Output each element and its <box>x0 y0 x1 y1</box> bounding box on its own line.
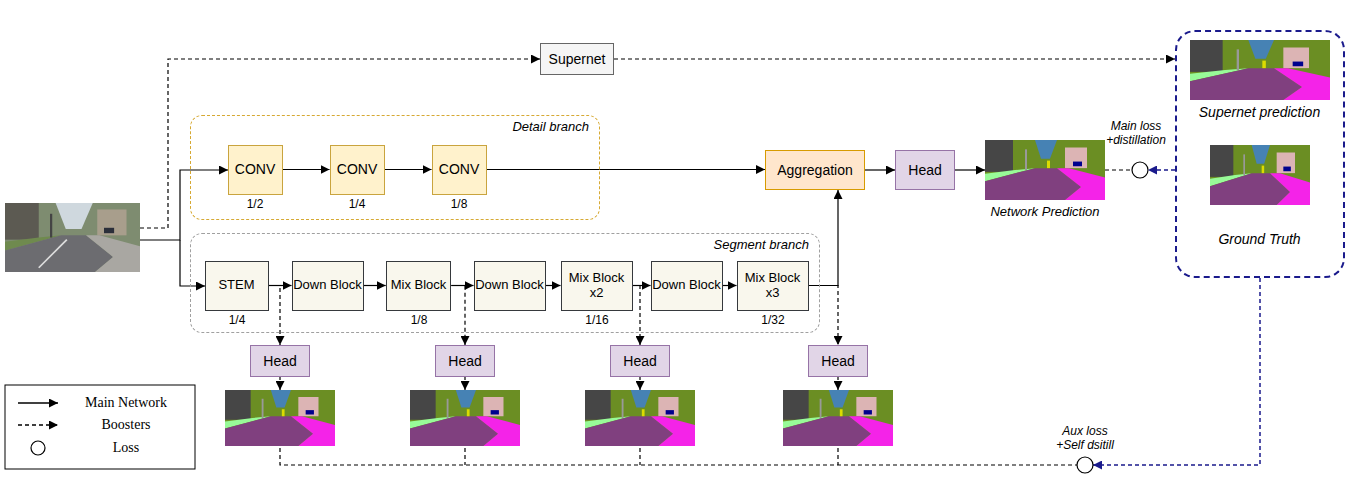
legend-text: Main Network <box>66 395 186 411</box>
down-block-box: Down Block <box>292 261 364 311</box>
booster-wire <box>464 377 465 390</box>
legend-circle <box>31 441 45 455</box>
group-title: Ground Truth <box>1177 231 1342 247</box>
box-label: Aggregation <box>777 162 853 178</box>
booster-wire <box>140 59 540 228</box>
aggregation-box: Aggregation <box>765 150 865 190</box>
head-box: Head <box>250 345 310 377</box>
input-image <box>5 203 140 272</box>
aux-prediction-image <box>225 390 335 446</box>
mix-block-box: Mix Block <box>386 261 452 311</box>
main-arrow <box>487 169 766 170</box>
conv-box: CONV <box>228 145 283 195</box>
down-block-box: Down Block <box>651 261 723 311</box>
main-arrow <box>283 169 330 170</box>
aux-prediction-image <box>783 390 893 446</box>
scale-label: 1/4 <box>337 198 377 212</box>
mix-block-box: Mix Block x3 <box>737 261 809 311</box>
box-label: CONV <box>439 161 479 177</box>
legend-dashed-arrow <box>18 424 58 425</box>
mix-block-box: Mix Block x2 <box>561 261 633 311</box>
legend-text: Loss <box>66 440 186 456</box>
booster-arrow <box>614 58 1175 59</box>
group-title: Supernet prediction <box>1177 104 1342 120</box>
legend-solid-arrow <box>18 402 58 403</box>
aux-prediction-image <box>585 390 695 446</box>
loss-wire <box>1105 169 1132 170</box>
box-label: Head <box>908 162 941 178</box>
ground-truth-image <box>1210 145 1310 205</box>
down-block-box: Down Block <box>474 261 546 311</box>
scale-label: 1/16 <box>577 314 617 328</box>
supernet-box: Supernet <box>540 43 614 75</box>
legend-frame <box>5 385 195 469</box>
network-prediction-image <box>985 140 1105 200</box>
box-label: Down Block <box>475 278 544 293</box>
main-arrow <box>546 285 561 286</box>
main-arrow <box>364 285 386 286</box>
box-label: Mix Block <box>391 278 447 293</box>
box-label: Down Block <box>652 278 721 293</box>
scale-label: 1/32 <box>753 314 793 328</box>
booster-wire <box>279 377 280 390</box>
head-box: Head <box>435 345 495 377</box>
head-box: Head <box>808 345 868 377</box>
booster-arrow <box>269 286 281 346</box>
main-arrow <box>865 169 895 170</box>
conv-box: CONV <box>432 145 487 195</box>
main-arrow <box>385 169 432 170</box>
booster-arrow <box>451 286 465 346</box>
loss-circle <box>1132 162 1148 178</box>
scale-label: 1/4 <box>217 314 257 328</box>
legend-text: Boosters <box>66 417 186 433</box>
scale-label: 1/8 <box>399 314 439 328</box>
loss-circle <box>1077 457 1093 473</box>
conv-box: CONV <box>330 145 385 195</box>
scale-label: 1/2 <box>235 198 275 212</box>
box-label: Mix Block x2 <box>562 271 632 301</box>
loss-label: Aux loss +Self dsitill <box>1049 425 1121 453</box>
box-label: STEM <box>218 278 254 293</box>
group-title: Detail branch <box>191 119 589 134</box>
box-label: Head <box>623 353 656 369</box>
box-label: CONV <box>337 161 377 177</box>
head-box: Head <box>610 345 670 377</box>
booster-arrow <box>809 286 839 346</box>
head-box: Head <box>895 150 955 190</box>
box-label: Down Block <box>293 278 362 293</box>
target-wire <box>1148 169 1175 171</box>
stem-box: STEM <box>205 261 269 311</box>
loss-label: Main loss +distillation <box>1100 120 1172 148</box>
segment-branch-group: Segment branchSTEM Down Block Mix Block Dow… <box>190 233 820 333</box>
aux-prediction-image <box>410 390 520 446</box>
supernet-prediction-image <box>1190 40 1330 100</box>
loss-wire <box>280 448 1077 465</box>
box-label: Head <box>448 353 481 369</box>
box-label: Mix Block x3 <box>738 271 808 301</box>
prediction-caption: Network Prediction <box>975 205 1115 220</box>
main-wire <box>180 240 205 286</box>
booster-arrow <box>633 286 641 346</box>
main-wire <box>955 169 985 170</box>
scale-label: 1/8 <box>439 198 479 212</box>
main-arrow <box>723 285 737 286</box>
box-label: Supernet <box>549 51 606 67</box>
box-label: Head <box>263 353 296 369</box>
main-wire <box>140 170 228 240</box>
box-label: CONV <box>235 161 275 177</box>
box-label: Head <box>821 353 854 369</box>
booster-wire <box>639 377 640 390</box>
booster-wire <box>837 377 838 390</box>
main-arrow <box>809 190 839 286</box>
target-group: Supernet predictionGround Truth <box>1175 30 1345 278</box>
target-wire <box>1093 278 1260 465</box>
group-title: Segment branch <box>191 237 809 252</box>
